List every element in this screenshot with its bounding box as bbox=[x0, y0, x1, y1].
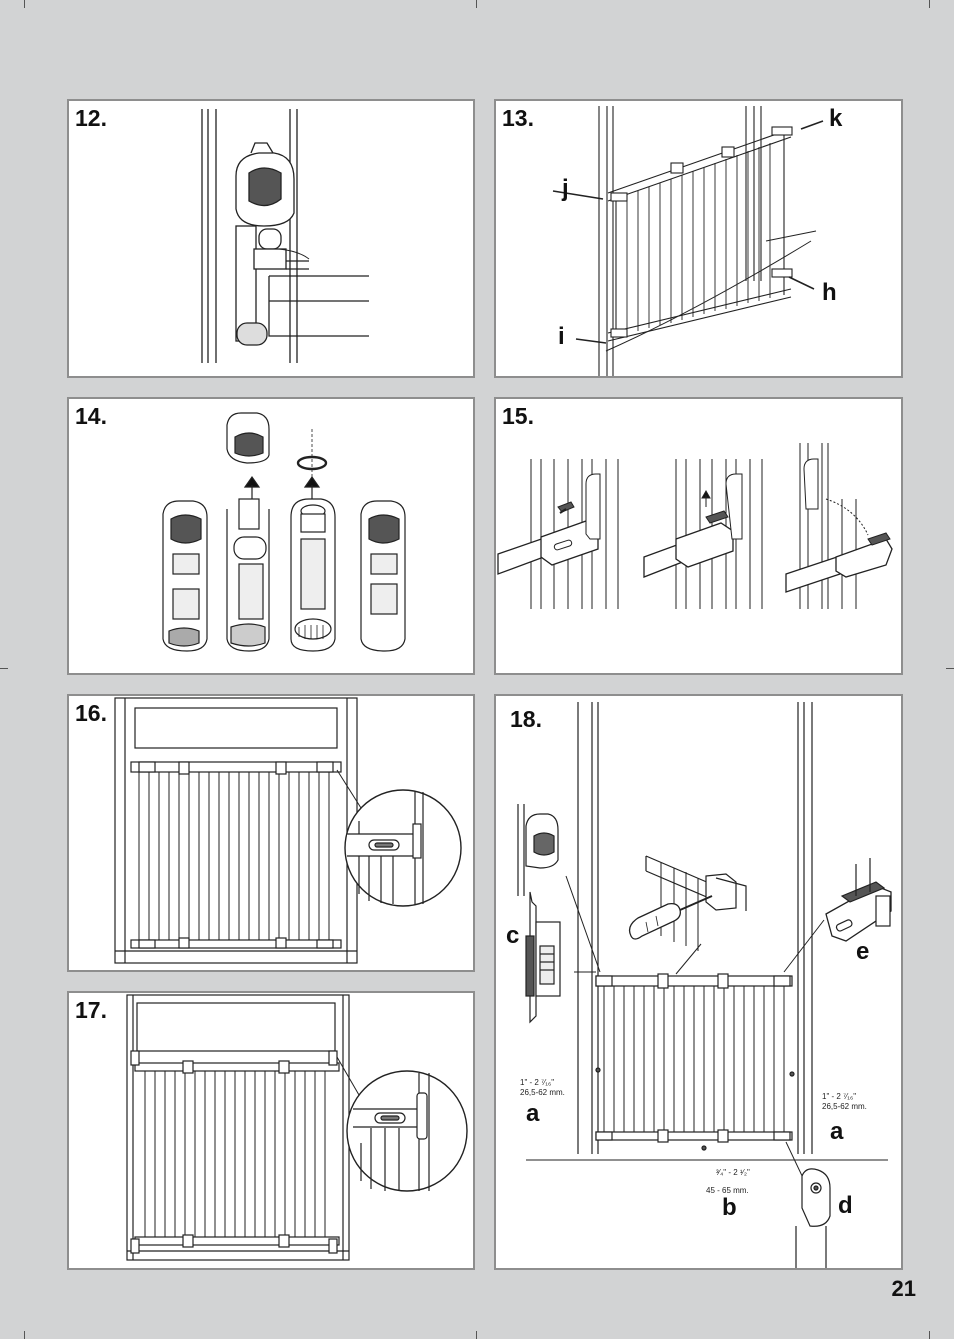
crop-mark-top-left bbox=[476, 0, 477, 8]
crop-mark-bottom bbox=[476, 1331, 477, 1339]
label-h: h bbox=[822, 279, 837, 306]
step-14-panel: 14. bbox=[67, 397, 475, 675]
step-13-panel: 13. bbox=[494, 99, 903, 378]
step-number: 14. bbox=[75, 403, 107, 429]
step-number: 13. bbox=[502, 105, 534, 131]
measurement-bottom: ³⁄₄" - 2 ¹⁄₂" 45 - 65 mm. bbox=[706, 1168, 750, 1195]
crop-mark-right bbox=[946, 668, 954, 669]
crop-mark-tl bbox=[24, 0, 25, 8]
label-i: i bbox=[558, 323, 565, 350]
label-d: d bbox=[838, 1192, 853, 1219]
step-15-illustration bbox=[497, 443, 893, 609]
crop-mark-tr bbox=[929, 0, 930, 8]
measurement-right: 1" - 2 ⁷⁄₁₆" 26,5-62 mm. bbox=[822, 1092, 867, 1111]
step-12-panel: 12. bbox=[67, 99, 475, 378]
label-e: e bbox=[856, 938, 870, 965]
measurement-left: 1" - 2 ⁷⁄₁₆" 26,5-62 mm. bbox=[520, 1078, 565, 1097]
crop-mark-left bbox=[0, 668, 8, 669]
label-a-right: a bbox=[830, 1118, 844, 1145]
step-17-illustration bbox=[126, 994, 468, 1261]
step-12-illustration bbox=[201, 109, 369, 363]
step-17-panel: 17. bbox=[67, 991, 475, 1270]
label-c: c bbox=[506, 922, 520, 949]
step-number: 15. bbox=[502, 403, 534, 429]
step-number: 16. bbox=[75, 700, 107, 726]
step-13-illustration bbox=[552, 106, 824, 376]
crop-mark-br bbox=[929, 1331, 930, 1339]
step-number: 18. bbox=[510, 706, 542, 732]
step-number: 12. bbox=[75, 105, 107, 131]
step-14-illustration bbox=[162, 412, 406, 652]
step-16-panel: 16. bbox=[67, 694, 475, 972]
label-a-left: a bbox=[526, 1100, 540, 1127]
step-18-panel: 18. bbox=[494, 694, 903, 1270]
step-number: 17. bbox=[75, 997, 107, 1023]
step-18-illustration bbox=[517, 702, 892, 1268]
step-15-panel: 15. bbox=[494, 397, 903, 675]
label-k: k bbox=[829, 105, 843, 132]
step-16-illustration bbox=[114, 697, 462, 964]
label-b: b bbox=[722, 1194, 737, 1221]
crop-mark-bl bbox=[24, 1331, 25, 1339]
label-j: j bbox=[562, 175, 569, 202]
page-number: 21 bbox=[891, 1276, 916, 1301]
